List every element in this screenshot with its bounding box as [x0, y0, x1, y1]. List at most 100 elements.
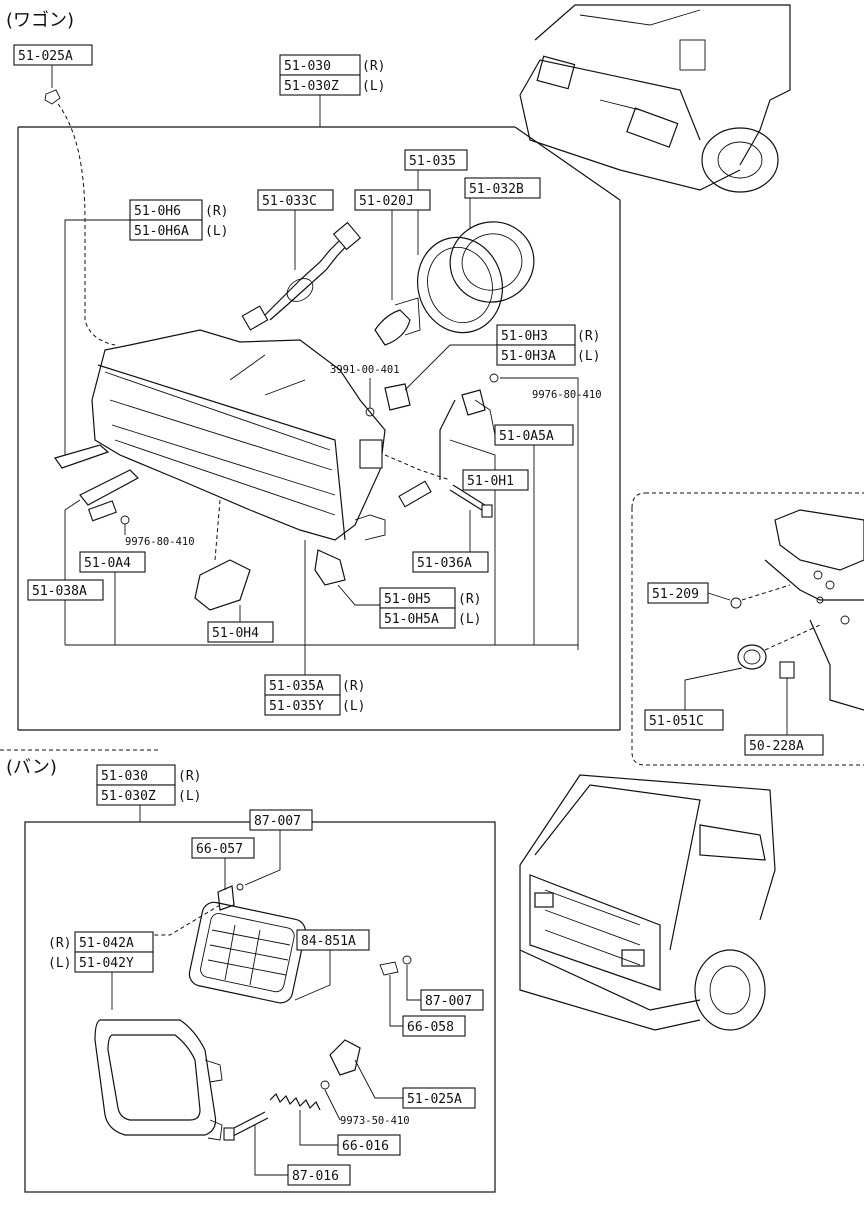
screw-3991: [365, 407, 375, 417]
label-51-0H3: 51-0H3: [501, 329, 548, 344]
clip-0A5A: [461, 389, 486, 416]
screw-87-007-b: [402, 955, 412, 965]
label-box-van-51-030Z: [96, 784, 176, 806]
label-51-051C: 51-051C: [649, 714, 704, 729]
label-87-007-b: 87-007: [425, 994, 472, 1009]
dash-0H4: [214, 499, 221, 561]
label-L-51-030Z: (L): [362, 79, 385, 94]
detail-frame-corner: [631, 492, 646, 509]
label-box-51-035: [404, 149, 468, 171]
screw-51-209: [730, 597, 742, 609]
wagon-vehicle-sketch: [519, 4, 791, 193]
bracket-left: [54, 444, 110, 469]
label-box-51-032B: [464, 177, 541, 199]
label-51-042A: 51-042A: [79, 936, 134, 951]
housing-tab: [359, 439, 383, 469]
label-51-0H6: 51-0H6: [134, 204, 181, 219]
label-51-032B: 51-032B: [469, 182, 524, 197]
label-box-51-042Y: [74, 951, 154, 973]
label-50-228A: 50-228A: [749, 739, 804, 754]
lens-lines: [104, 371, 336, 516]
label-box-50-228A: [744, 734, 824, 756]
label-box-84-851A: [296, 929, 370, 951]
label-box-51-0H5A: [379, 607, 456, 629]
screw-9976-b: [120, 515, 130, 525]
leader-51-038A: [64, 499, 81, 580]
connector-top: [332, 221, 362, 251]
dash-66-057: [140, 904, 221, 936]
leader-66-058: [389, 975, 403, 1027]
label-51-209: 51-209: [652, 587, 699, 602]
label-51-036A: 51-036A: [417, 556, 472, 571]
leader-51-0H5: [337, 584, 380, 606]
spring-66-016: [269, 1092, 321, 1111]
leader-51-209: [707, 592, 731, 601]
label-51-038A: 51-038A: [32, 584, 87, 599]
label-van-L-51-030Z: (L): [178, 789, 201, 804]
label-51-0A5A: 51-0A5A: [499, 429, 554, 444]
label-box-51-035Y: [264, 694, 341, 716]
clip-icon: [44, 89, 61, 105]
label-66-016: 66-016: [342, 1139, 389, 1154]
headlamp-lens-top: [97, 364, 346, 541]
label-51-020J: 51-020J: [359, 194, 414, 209]
bracket-0H3: [384, 383, 411, 411]
connector-bottom: [241, 305, 269, 331]
screw-9973: [320, 1080, 330, 1090]
adjuster-rod: [439, 399, 456, 480]
wire-harness-2: [269, 239, 353, 321]
nut-0A4: [87, 500, 117, 522]
screw-head: [481, 504, 493, 518]
label-L-51-035Y: (L): [342, 699, 365, 714]
label-van-51-030Z: 51-030Z: [101, 789, 156, 804]
sealed-beam-lens: [200, 913, 295, 993]
bezel-inner: [107, 1034, 201, 1121]
leader-84-851A: [294, 950, 331, 1001]
label-box-51-025A-top: [13, 44, 93, 66]
sealed-beam-pattern: [207, 924, 291, 986]
bracket-0H4: [194, 559, 251, 611]
clip-dashline: [57, 103, 116, 346]
screw-87-007-a: [236, 883, 244, 891]
label-L-51-0H5A: (L): [458, 612, 481, 627]
label-van-R-51-042A: (R): [48, 936, 71, 951]
label-51-025A-top: 51-025A: [18, 49, 73, 64]
bulb-cover: [449, 221, 535, 303]
label-van-R-51-030: (R): [178, 769, 201, 784]
label-51-0H4: 51-0H4: [212, 626, 259, 641]
headlamp-housing: [91, 329, 386, 541]
label-87-007-a: 87-007: [254, 814, 301, 829]
clip-66-058: [379, 961, 399, 976]
seal-ring: [416, 236, 504, 334]
label-box-51-0H6A: [129, 219, 203, 241]
label-R-51-0H5: (R): [458, 592, 481, 607]
label-van-L-51-042Y: (L): [48, 956, 71, 971]
label-R-51-0H6: (R): [205, 204, 228, 219]
leader-51-0H3: [404, 344, 497, 391]
label-L-51-0H6A: (L): [205, 224, 228, 239]
label-box-51-051C: [644, 709, 724, 731]
leader-9976-a: [500, 377, 579, 650]
leader-9973: [324, 1089, 341, 1121]
label-87-016: 87-016: [292, 1169, 339, 1184]
bulb-base: [394, 297, 421, 336]
label-9976-80-410-a: 9976-80-410: [532, 389, 602, 401]
label-51-030Z: 51-030Z: [284, 79, 339, 94]
label-box-66-057: [191, 837, 255, 859]
label-box-51-0H3A: [496, 344, 576, 366]
leader-van-51-025A: [354, 1059, 403, 1099]
label-van-51-030: 51-030: [101, 769, 148, 784]
screw-87-016: [229, 1111, 269, 1137]
grommet-inner: [743, 649, 761, 665]
grommet-51-051C: [737, 644, 767, 670]
seal-ring-inner: [427, 246, 493, 324]
bezel-51-042A: [94, 1019, 217, 1136]
bracket-0H5: [314, 549, 346, 586]
leader-51-051C: [684, 667, 743, 710]
label-R-51-030: (R): [362, 59, 385, 74]
label-51-035Y: 51-035Y: [269, 699, 324, 714]
screw-9976-a: [489, 373, 499, 383]
wire-harness: [264, 234, 346, 316]
